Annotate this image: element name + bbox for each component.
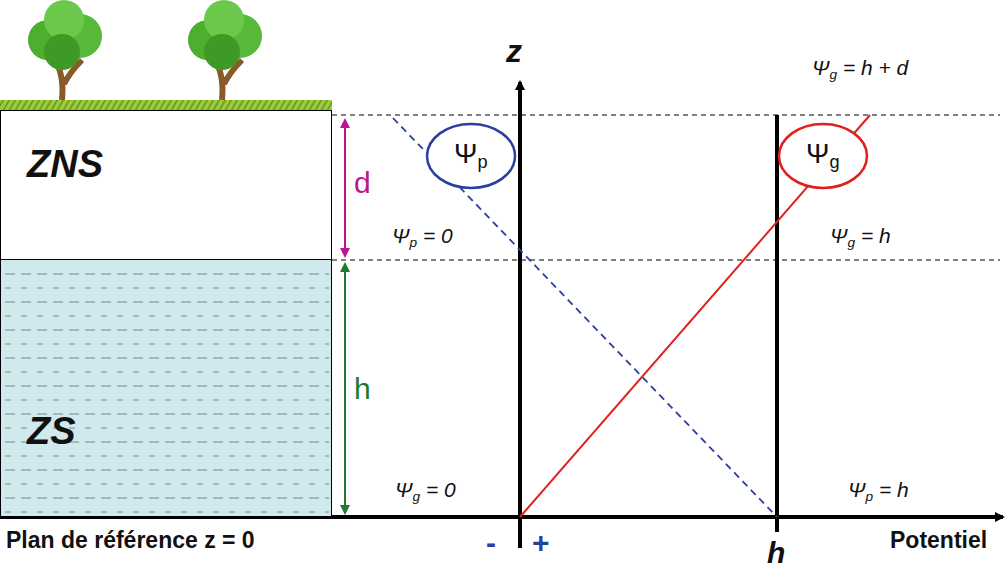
sign-label: - [486,526,496,559]
axis-label: h [767,536,785,569]
unsaturated-zone: ZNS [0,110,332,260]
surface-line [332,114,1000,115]
dimension-arrow [344,264,346,513]
water-hatching [1,260,333,517]
potential-value: Ψp = h [848,478,909,504]
zone-label: ZNS [27,143,103,186]
dimension-arrow [344,120,346,256]
zone-label: ZS [27,410,76,453]
zone-label: Ψg [806,138,840,173]
h-line [775,115,779,532]
potential-value: Ψg = 0 [395,478,456,504]
gravity-potential-line [520,115,870,517]
reference-plane-label: Plan de référence z = 0 [6,528,255,553]
dimension-label: h [354,372,371,405]
tree [188,0,262,100]
grass-strip [0,100,332,110]
zone-label: Ψp [454,138,488,173]
pressure-potential-line [393,118,777,517]
axis-label: z [506,34,522,69]
potential-value: Ψg = h + d [812,56,908,82]
potential-value: Ψg = h [830,224,891,250]
tree [28,0,102,100]
sign-label: + [532,526,550,559]
saturated-zone: ZS [0,260,332,517]
z-axis [518,82,522,548]
water-table-line [332,259,1000,260]
potential-value: Ψp = 0 [392,224,453,250]
axis-label: Potentiel [890,528,987,553]
gravity-potential-circle: Ψg [777,122,869,190]
pressure-potential-circle: Ψp [425,122,517,190]
dimension-label: d [354,166,371,199]
